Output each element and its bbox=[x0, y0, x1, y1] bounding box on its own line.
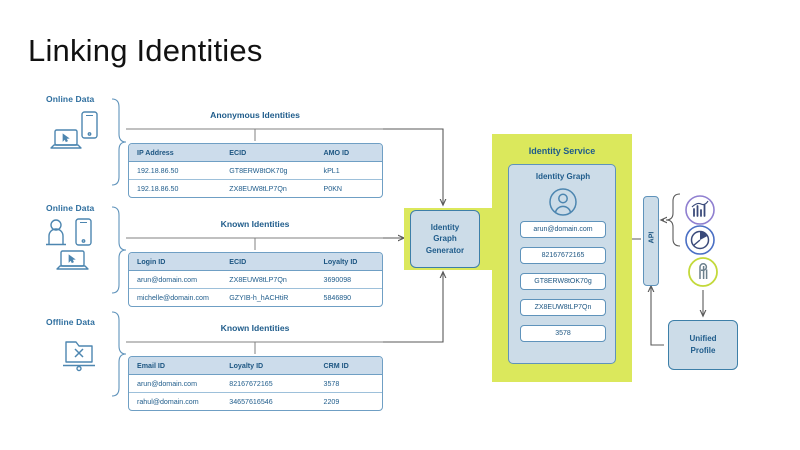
cell: P0KN bbox=[323, 185, 343, 193]
cell: arun@domain.com bbox=[137, 275, 198, 284]
laptop-cursor-icon bbox=[50, 129, 82, 149]
identity-chip[interactable]: 3578 bbox=[520, 325, 606, 342]
column-header: AMO ID bbox=[323, 148, 350, 157]
page-title: Linking Identities bbox=[28, 33, 263, 68]
smartphone-icon bbox=[75, 218, 92, 246]
table-anonymous-identities: IP Address ECID AMO ID 192.18.86.50 GT8E… bbox=[128, 143, 383, 198]
source-label-online-data-1: Online Data bbox=[46, 94, 95, 104]
cell: 3690098 bbox=[323, 275, 352, 284]
cell: 192.18.86.50 bbox=[137, 185, 179, 193]
table-row: 192.18.86.50 ZX8EUW8tLP7Qn P0KN bbox=[129, 180, 382, 197]
table-title-connectors bbox=[126, 128, 383, 354]
table-title-known-identities-1: Known Identities bbox=[220, 219, 290, 229]
brand-mark-icon[interactable] bbox=[687, 256, 719, 288]
unified-profile-box[interactable]: Unified Profile bbox=[668, 320, 738, 370]
column-header: IP Address bbox=[137, 148, 174, 157]
identity-chip[interactable]: 82167672165 bbox=[520, 247, 606, 264]
folder-x-icon bbox=[63, 341, 95, 372]
identity-chip[interactable]: ZX8EUW8tLP7Qn bbox=[520, 299, 606, 316]
column-header: ECID bbox=[229, 148, 247, 157]
column-header: Login ID bbox=[137, 257, 166, 266]
table-known-identities-2: Email ID Loyalty ID CRM ID arun@domain.c… bbox=[128, 356, 383, 411]
consumers-brace bbox=[661, 193, 681, 247]
connector-offline-to-generator bbox=[383, 272, 443, 343]
cell: GZYIB-h_hACHtiR bbox=[229, 294, 289, 302]
table-row: arun@domain.com 82167672165 3578 bbox=[129, 375, 382, 393]
api-label: API bbox=[648, 231, 656, 244]
identity-chip[interactable]: GT8ERW8tOK70g bbox=[520, 273, 606, 290]
smartphone-icon bbox=[81, 111, 98, 139]
cell: michelle@domain.com bbox=[137, 294, 209, 302]
person-icon bbox=[46, 219, 66, 246]
cell: GT8ERW8tOK70g bbox=[229, 166, 288, 175]
cell: ZX8EUW8tLP7Qn bbox=[229, 275, 287, 284]
user-avatar-icon bbox=[549, 188, 577, 216]
cell: 2209 bbox=[323, 398, 340, 406]
table-row: michelle@domain.com GZYIB-h_hACHtiR 5846… bbox=[129, 289, 382, 306]
table-header-row: Login ID ECID Loyalty ID bbox=[129, 253, 382, 271]
source-brackets bbox=[111, 98, 127, 397]
identity-graph-generator-box[interactable]: Identity Graph Generator bbox=[410, 210, 480, 268]
api-bar[interactable]: API bbox=[643, 196, 659, 286]
identity-service-title: Identity Service bbox=[528, 146, 596, 156]
laptop-cursor-icon bbox=[56, 250, 89, 270]
connector-api-to-unified-profile bbox=[650, 292, 664, 346]
source-label-online-data-2: Online Data bbox=[46, 203, 95, 213]
identity-graph-panel: Identity Graph arun@domain.com 821676721… bbox=[508, 164, 616, 364]
source-icons-group-1 bbox=[50, 111, 98, 149]
cell: 34657616546 bbox=[229, 398, 273, 406]
cell: kPL1 bbox=[323, 166, 340, 175]
cell: 5846890 bbox=[323, 294, 352, 302]
cell: 82167672165 bbox=[229, 379, 273, 388]
connector-anonymous-to-generator bbox=[383, 128, 443, 205]
table-row: rahul@domain.com 34657616546 2209 bbox=[129, 393, 382, 410]
table-header-row: Email ID Loyalty ID CRM ID bbox=[129, 357, 382, 375]
cell: 192.18.86.50 bbox=[137, 166, 179, 175]
table-header-row: IP Address ECID AMO ID bbox=[129, 144, 382, 162]
column-header: Loyalty ID bbox=[229, 361, 264, 370]
column-header: CRM ID bbox=[323, 361, 349, 370]
cell: ZX8EUW8tLP7Qn bbox=[229, 185, 287, 193]
table-title-anonymous-identities: Anonymous Identities bbox=[210, 110, 300, 120]
table-row: arun@domain.com ZX8EUW8tLP7Qn 3690098 bbox=[129, 271, 382, 289]
column-header: Loyalty ID bbox=[323, 257, 358, 266]
column-header: Email ID bbox=[137, 361, 165, 370]
column-header: ECID bbox=[229, 257, 247, 266]
identity-chip[interactable]: arun@domain.com bbox=[520, 221, 606, 238]
identity-graph-title: Identity Graph bbox=[535, 172, 591, 181]
source-icons-group-3 bbox=[63, 341, 95, 372]
table-known-identities-1: Login ID ECID Loyalty ID arun@domain.com… bbox=[128, 252, 383, 307]
unified-profile-label: Unified Profile bbox=[689, 334, 717, 355]
pie-chart-icon[interactable] bbox=[684, 224, 716, 256]
source-label-offline-data: Offline Data bbox=[46, 317, 95, 327]
table-row: 192.18.86.50 GT8ERW8tOK70g kPL1 bbox=[129, 162, 382, 180]
cell: arun@domain.com bbox=[137, 379, 198, 388]
cell: 3578 bbox=[323, 379, 340, 388]
identity-graph-generator-label: Identity Graph Generator bbox=[425, 222, 465, 255]
bar-chart-icon[interactable] bbox=[684, 194, 716, 226]
cell: rahul@domain.com bbox=[137, 398, 199, 406]
source-icons-group-2 bbox=[46, 218, 92, 270]
table-title-known-identities-2: Known Identities bbox=[220, 323, 290, 333]
